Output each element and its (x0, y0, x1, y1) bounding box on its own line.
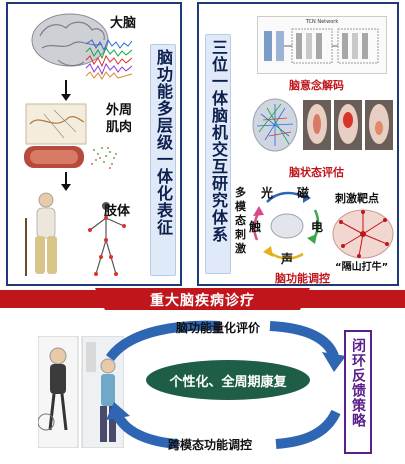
tcn-network-figure: TCN Network (257, 16, 387, 74)
stimulation-target-brain-graphic (332, 209, 394, 259)
label-peripheral-muscle: 外周 肌肉 (106, 103, 133, 135)
banner-title: 重大脑疾病诊疗 (150, 293, 255, 309)
label-multimodal-stimulation: 多模态刺激 (235, 186, 246, 255)
right-panel: 三位一体脑机交互研究体系 TCN Network 脑意念解码 (197, 2, 399, 286)
modality-touch: 触 (249, 220, 262, 234)
modality-light: 光 (261, 186, 274, 200)
banner-arrow-graphic (0, 288, 405, 310)
label-limb: 肢体 (104, 204, 131, 219)
caption-function-regulation: 脑功能调控 (275, 272, 330, 285)
brain-network-graphic (252, 98, 298, 152)
center-goal-oval: 个性化、全周期康复 (146, 360, 310, 400)
modality-electric: 电 (311, 220, 324, 234)
right-vertical-title-box: 三位一体脑机交互研究体系 (205, 34, 231, 274)
caption-intent-decoding: 脑意念解码 (289, 79, 344, 92)
rehabilitation-images (38, 336, 124, 448)
brain-eeg-illustration (31, 13, 133, 80)
body-skeleton-illustration (25, 192, 126, 276)
right-vertical-title: 三位一体脑机交互研究体系 (209, 39, 228, 243)
left-panel: 大脑 外周 肌肉 (6, 2, 182, 286)
label-cross-modal-regulation: 跨模态功能调控 (168, 438, 253, 452)
label-closed-loop-strategy: 闭环反馈策略 (350, 338, 366, 428)
label-stimulation-target: 刺激靶点 (335, 192, 379, 205)
modality-sound: 声 (281, 252, 294, 266)
closed-loop-box: 闭环反馈策略 (344, 330, 372, 454)
down-arrow-icon (61, 172, 71, 191)
label-personalized-rehab: 个性化、全周期康复 (169, 374, 287, 390)
tcn-title: TCN Network (305, 19, 339, 25)
tcn-diagram-graphic (264, 28, 379, 64)
modality-magnetic: 磁 (297, 186, 310, 200)
label-distant-stimulation: “隔山打牛” (335, 262, 389, 273)
stimulation-cycle-graphic (253, 191, 320, 260)
down-arrow-icon (61, 80, 71, 101)
left-vertical-title: 脑功能多层级一体化表征 (154, 49, 173, 236)
label-quantitative-evaluation: 脑功能量化评价 (176, 321, 261, 335)
brain-scan-images (303, 100, 393, 150)
caption-state-assessment: 脑状态评估 (289, 166, 344, 179)
muscle-emg-illustration (24, 103, 117, 169)
left-vertical-title-box: 脑功能多层级一体化表征 (150, 44, 176, 276)
feedback-cycle-arrows (105, 320, 346, 449)
label-brain: 大脑 (110, 16, 137, 31)
